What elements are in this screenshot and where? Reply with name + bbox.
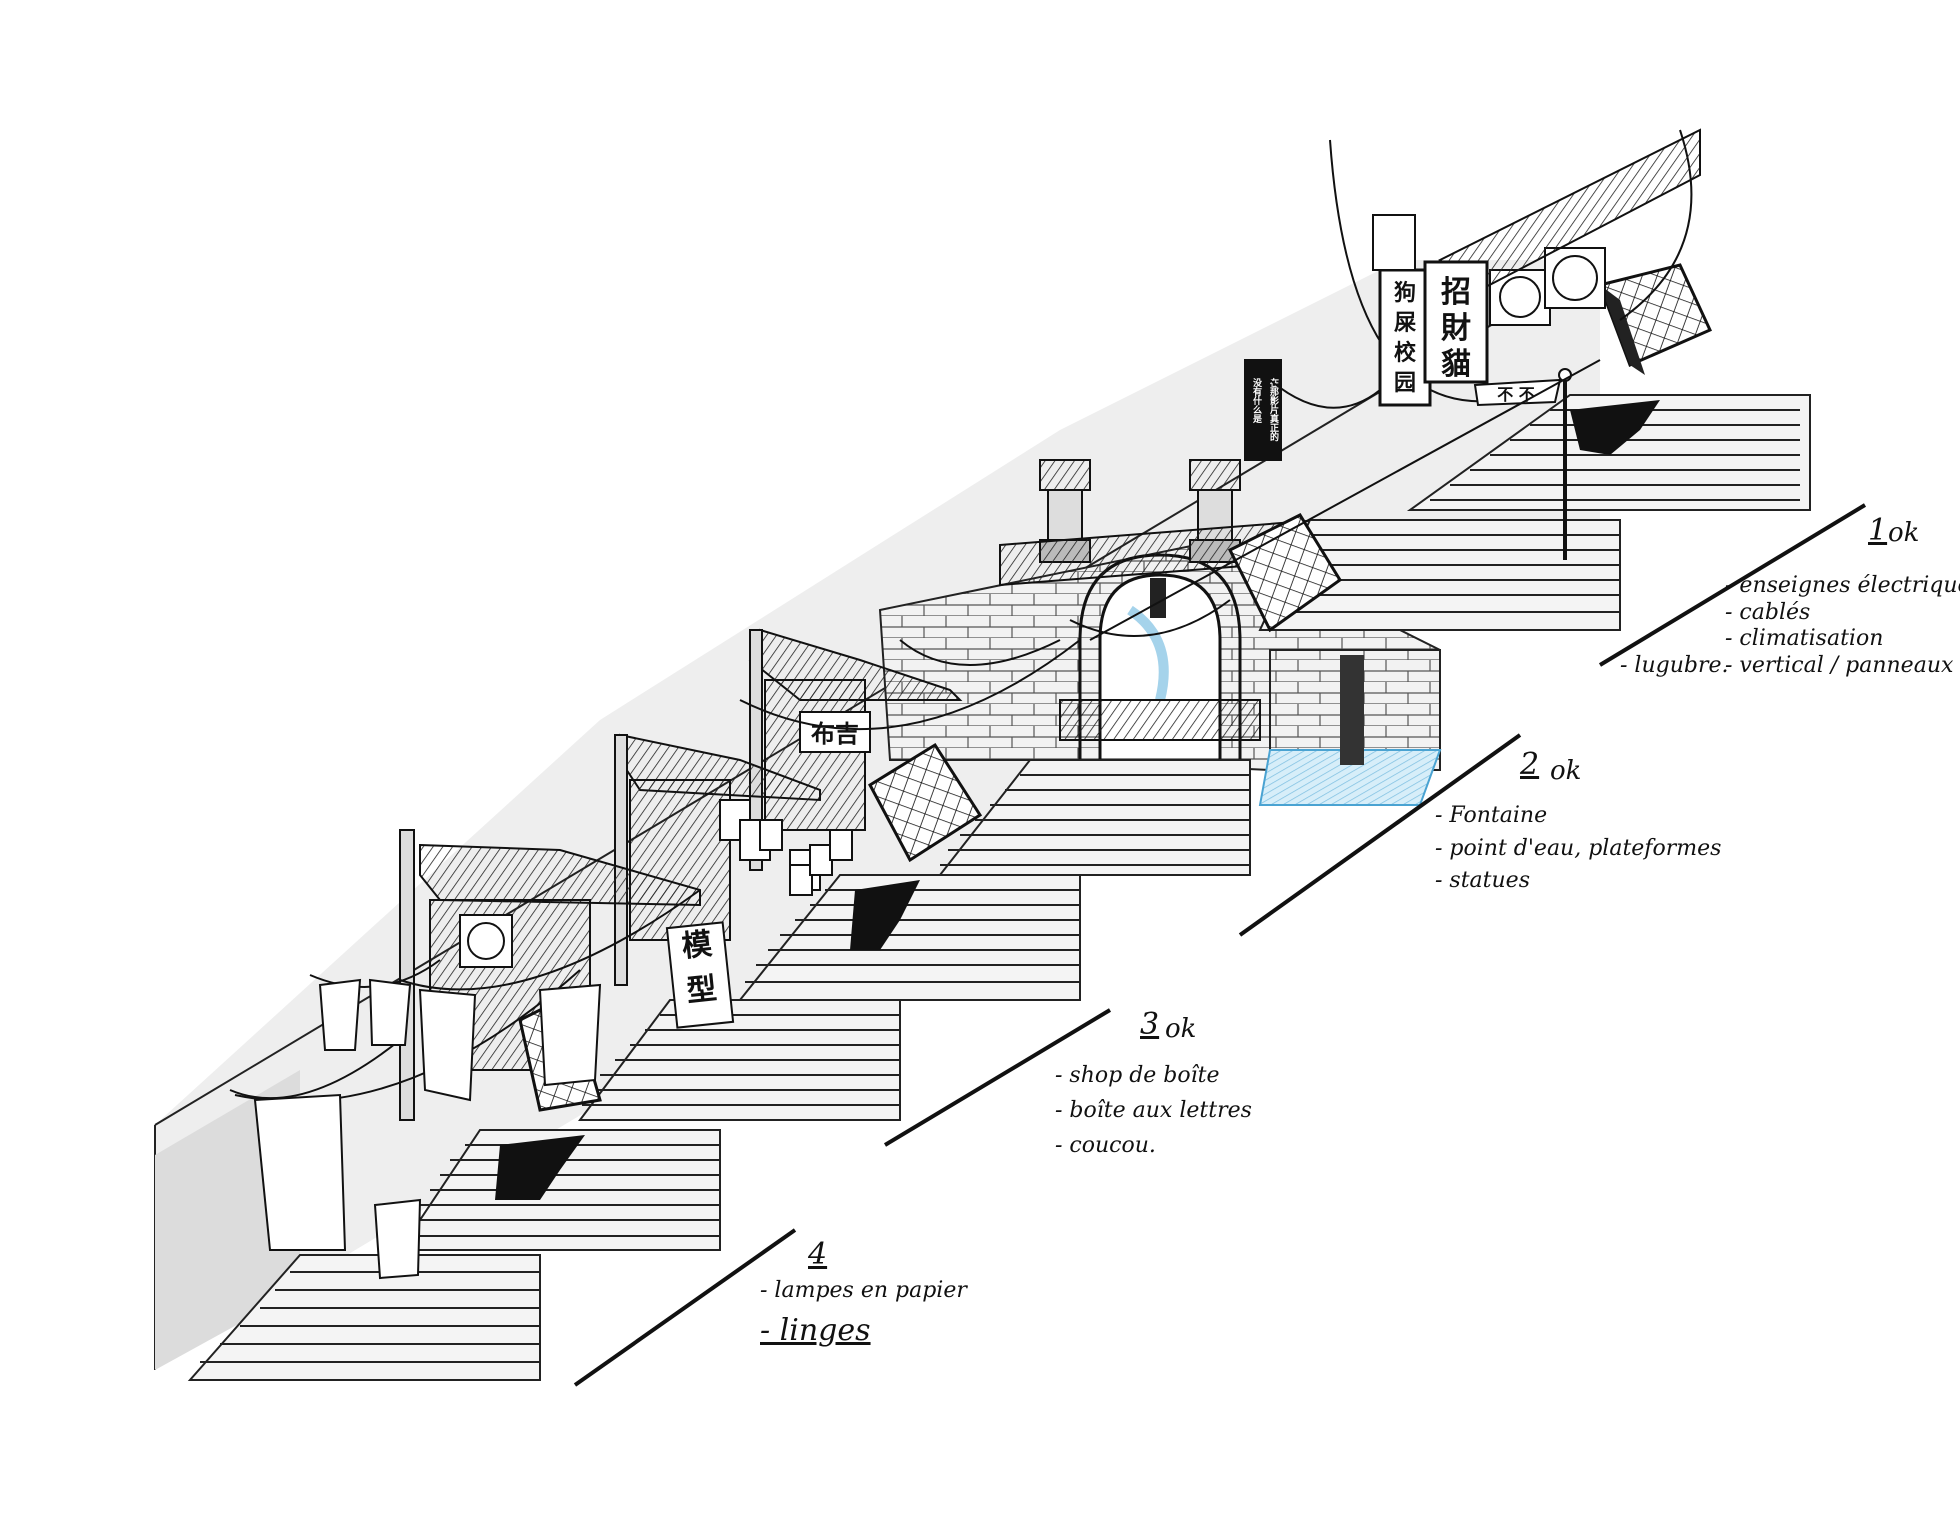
stairs-section-1 bbox=[1258, 394, 1811, 631]
note-1-status: ok bbox=[1888, 518, 1920, 548]
sign1-char-1: 狗 bbox=[1394, 281, 1416, 306]
vertical-sign-white-2: 招 財 貓 bbox=[1423, 260, 1489, 384]
note-2-item-2: - point d'eau, plateformes bbox=[1435, 836, 1722, 861]
stairs-section-3 bbox=[578, 874, 1081, 1121]
shop-sign-low-char-1: 模 bbox=[680, 927, 713, 965]
note-4-item-1: - lampes en papier bbox=[760, 1278, 967, 1303]
note-3-item-2: - boîte aux lettres bbox=[1055, 1098, 1252, 1123]
stairs-section-4 bbox=[187, 1129, 721, 1381]
section-dividers bbox=[573, 503, 1867, 1387]
note-2-status: ok bbox=[1550, 756, 1582, 786]
note-3-item-3: - coucou. bbox=[1055, 1133, 1156, 1158]
sign2-char-1: 招 bbox=[1441, 275, 1471, 310]
fountain-arch bbox=[1059, 553, 1261, 762]
note-1-item-3: - climatisation bbox=[1725, 626, 1884, 651]
vertical-sign-white-1: 狗 屎 校 园 bbox=[1372, 214, 1432, 407]
note-1-number: 1 bbox=[1868, 513, 1888, 548]
paper-lanterns bbox=[759, 819, 853, 896]
note-2-item-1: - Fontaine bbox=[1435, 803, 1548, 828]
note-2-item-3: - statues bbox=[1435, 868, 1530, 893]
crate-top bbox=[1598, 263, 1713, 375]
black-sign-col-1: 在那影片真正的 bbox=[1268, 377, 1279, 442]
shop-stall-lower: 模 型 bbox=[399, 829, 735, 1121]
water-pool bbox=[1258, 655, 1442, 806]
shop-stall-upper: 布吉 bbox=[748, 628, 963, 871]
shop-sign-low-char-2: 型 bbox=[685, 971, 718, 1009]
note-3-number: 3 bbox=[1140, 1007, 1160, 1042]
ac-unit-2 bbox=[1544, 247, 1606, 309]
crate-middle bbox=[868, 742, 983, 863]
small-banner: 不 不 bbox=[1473, 378, 1562, 407]
note-1-side-note: - lugubre. bbox=[1620, 653, 1729, 678]
sign2-char-3: 貓 bbox=[1441, 347, 1471, 382]
crate-fountain bbox=[1227, 513, 1343, 633]
laundry-line bbox=[229, 959, 602, 1280]
stairs-section-2 bbox=[937, 759, 1251, 876]
note-4-number: 4 bbox=[808, 1237, 828, 1272]
note-1-item-2: - cablés bbox=[1725, 600, 1811, 625]
small-banner-text: 不 不 bbox=[1497, 385, 1535, 404]
sign1-char-4: 园 bbox=[1394, 371, 1416, 396]
sign2-char-2: 財 bbox=[1441, 311, 1471, 346]
note-2-number: 2 bbox=[1520, 747, 1540, 782]
sign1-char-2: 屎 bbox=[1394, 311, 1417, 336]
vertical-sign-black: 在那影片真正的 没有什么是 bbox=[1244, 359, 1282, 461]
note-3-item-1: - shop de boîte bbox=[1055, 1063, 1220, 1088]
back-wall bbox=[154, 259, 1601, 1370]
note-4-item-2: - linges bbox=[760, 1313, 871, 1348]
note-1-item-4: - vertical / panneaux bbox=[1725, 653, 1954, 678]
shop-sign-mid: 布吉 bbox=[811, 720, 859, 748]
note-1-item-1: - enseignes électrique bbox=[1725, 573, 1960, 598]
ac-unit-lower bbox=[459, 914, 513, 968]
black-sign-col-2: 没有什么是 bbox=[1251, 377, 1263, 424]
sign1-char-3: 校 bbox=[1394, 340, 1417, 366]
note-3-status: ok bbox=[1165, 1014, 1197, 1044]
shop-stall-middle bbox=[614, 733, 821, 986]
